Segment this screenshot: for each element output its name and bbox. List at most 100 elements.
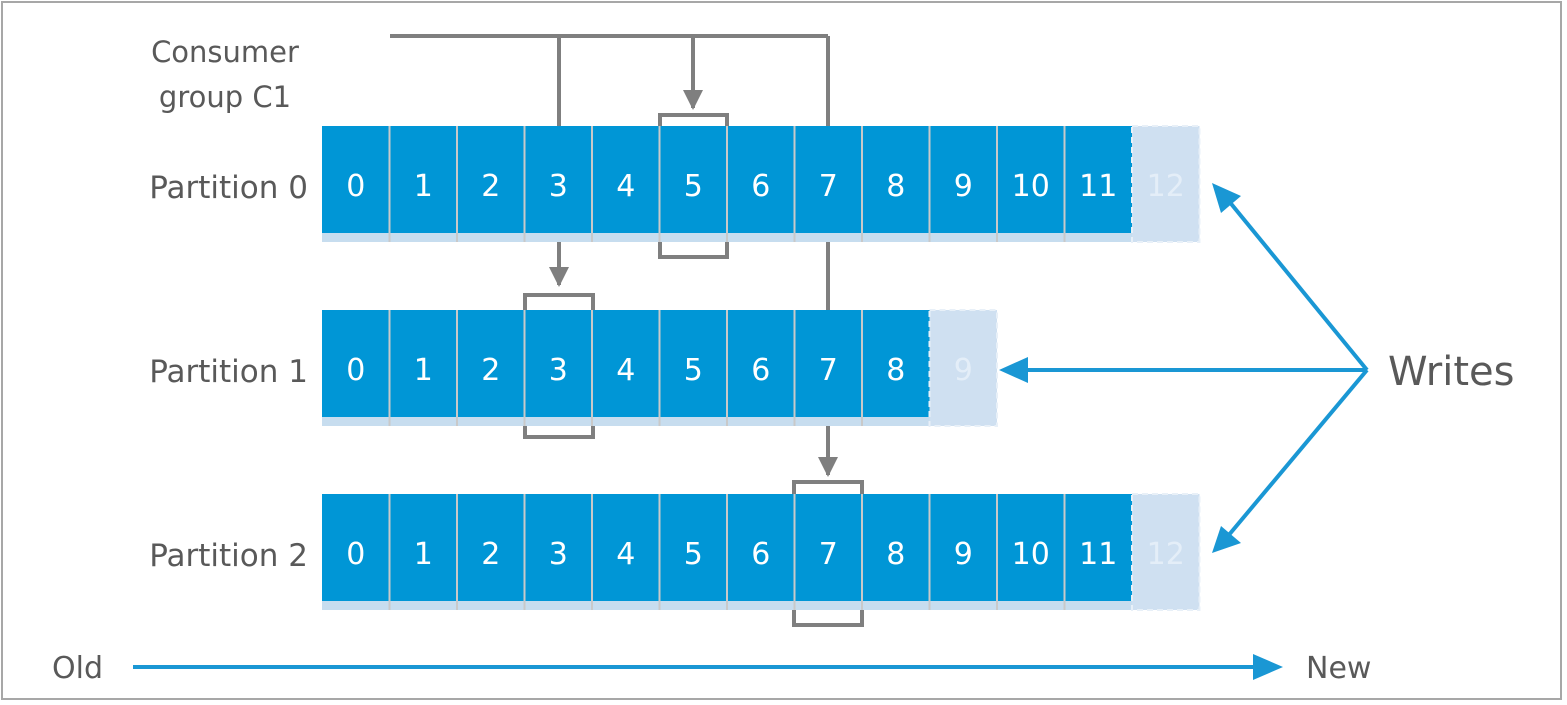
offset-cell (524, 310, 592, 417)
next-offset-cell (1131, 493, 1201, 611)
offset-cell (862, 310, 930, 417)
offset-cell (457, 126, 525, 233)
offset-label: 7 (819, 537, 838, 572)
offset-label: 3 (549, 353, 568, 388)
partition-label-2: Partition 2 (149, 538, 308, 574)
consumer-group-label-line1: Consumer (151, 35, 299, 69)
offset-label: 0 (346, 169, 365, 204)
offset-bracket-partition-2-top (792, 480, 864, 494)
offset-cell (929, 126, 997, 233)
offset-cell (1064, 494, 1132, 601)
offset-cell (929, 494, 997, 601)
offset-label: 5 (684, 169, 703, 204)
offset-bracket-partition-1-bottom (523, 426, 595, 439)
writes-label: Writes (1388, 349, 1514, 395)
offset-label: 8 (886, 169, 905, 204)
next-offset-label: 12 (1147, 169, 1185, 204)
offset-cell (457, 494, 525, 601)
offset-label: 10 (1012, 169, 1050, 204)
offset-cell (592, 494, 660, 601)
offset-label: 0 (346, 537, 365, 572)
offset-label: 2 (481, 169, 500, 204)
offset-label: 1 (414, 537, 433, 572)
offset-label: 4 (616, 537, 635, 572)
offset-cell (389, 494, 457, 601)
consumer-group-label-line2: group C1 (159, 80, 291, 114)
write-arrow-partition-2 (1226, 368, 1369, 538)
partition-label-0: Partition 0 (149, 170, 308, 206)
offset-label: 9 (954, 169, 973, 204)
next-offset-cell (928, 309, 998, 427)
write-arrowheads (999, 183, 1241, 553)
offset-cell (862, 494, 930, 601)
offset-label: 2 (481, 353, 500, 388)
offset-label: 0 (346, 353, 365, 388)
offset-label: 5 (684, 537, 703, 572)
offset-label: 3 (549, 537, 568, 572)
offset-label: 7 (819, 169, 838, 204)
write-arrow-partition-0 (1226, 198, 1369, 372)
offset-cell (727, 126, 795, 233)
offset-label: 8 (886, 353, 905, 388)
offset-label: 11 (1079, 169, 1117, 204)
offset-cell (794, 494, 862, 601)
offset-cell (322, 126, 390, 233)
next-offset-label: 9 (954, 353, 973, 388)
offset-cell (727, 310, 795, 417)
offset-cell (862, 126, 930, 233)
write-arrowhead-2 (1212, 526, 1241, 553)
offset-label: 10 (1012, 537, 1050, 572)
offset-label: 7 (819, 353, 838, 388)
offset-cell (389, 126, 457, 233)
offset-cell (997, 126, 1065, 233)
offset-cell (592, 126, 660, 233)
write-arrowhead-1 (999, 357, 1028, 383)
offset-label: 5 (684, 353, 703, 388)
consumer-connectors (390, 34, 828, 475)
offset-cell (659, 126, 727, 233)
offset-cell (1064, 126, 1132, 233)
write-arrowhead-0 (1212, 183, 1241, 213)
offset-label: 1 (414, 353, 433, 388)
offset-cell (997, 494, 1065, 601)
timeline-old-label: Old (52, 651, 103, 686)
offset-cell (524, 126, 592, 233)
offset-label: 6 (751, 169, 770, 204)
offset-cell (322, 494, 390, 601)
offset-bracket-partition-1-top (523, 293, 595, 310)
offset-cell (659, 310, 727, 417)
partition-underlay (322, 233, 1200, 242)
offset-label: 1 (414, 169, 433, 204)
offset-bracket-partition-0-bottom (658, 242, 729, 259)
offset-label: 6 (751, 353, 770, 388)
consumer-offset-brackets (523, 113, 864, 627)
next-offset-label: 12 (1147, 537, 1185, 572)
next-offset-cell (1131, 125, 1201, 243)
offset-label: 4 (616, 169, 635, 204)
write-arrows (1028, 198, 1369, 538)
timeline-arrowhead (1253, 654, 1283, 680)
offset-cell (524, 494, 592, 601)
offset-label: 9 (954, 537, 973, 572)
offset-cell (592, 310, 660, 417)
offset-cell (322, 310, 390, 417)
offset-bracket-partition-0-top (658, 113, 729, 126)
offset-label: 2 (481, 537, 500, 572)
offset-cell (659, 494, 727, 601)
offset-label: 8 (886, 537, 905, 572)
timeline-new-label: New (1306, 651, 1371, 686)
partition-label-1: Partition 1 (149, 354, 308, 390)
offset-cell (727, 494, 795, 601)
offset-cell (457, 310, 525, 417)
offset-label: 11 (1079, 537, 1117, 572)
offset-cell (794, 310, 862, 417)
offset-label: 3 (549, 169, 568, 204)
offset-cell (389, 310, 457, 417)
offset-label: 6 (751, 537, 770, 572)
offset-bracket-partition-2-bottom (792, 610, 864, 627)
